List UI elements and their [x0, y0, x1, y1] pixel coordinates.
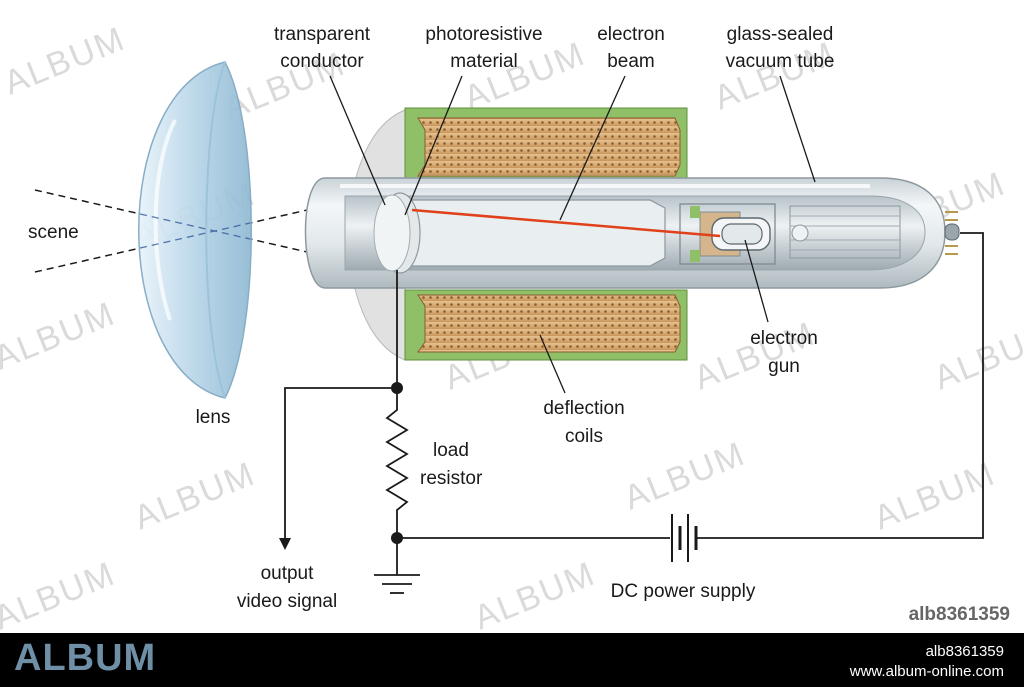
label-scene: scene	[28, 222, 79, 243]
watermark: ALBUM	[459, 35, 591, 118]
footer-reference: alb8361359	[925, 643, 1004, 660]
label-electron-beam: beam	[607, 51, 655, 72]
watermark: ALBUM	[709, 35, 841, 118]
glass-vacuum-tube	[304, 177, 960, 289]
label-deflection-coils: deflection	[543, 398, 624, 419]
watermark: ALBUM	[929, 315, 1024, 398]
watermark: ALBUM	[0, 20, 131, 103]
deflection-coils	[404, 107, 688, 361]
label-electron-gun: electron	[750, 328, 818, 349]
watermark: ALBUM	[0, 555, 121, 633]
image-id-badge: alb8361359	[908, 604, 1010, 625]
label-load-resistor: load	[433, 440, 469, 461]
label-lens: lens	[196, 407, 231, 428]
label-dc-power-supply: DC power supply	[611, 581, 756, 602]
label-transparent-conductor: conductor	[280, 51, 364, 72]
leader-lines	[329, 75, 816, 394]
label-electron-gun: gun	[768, 356, 800, 377]
label-output-video-signal: video signal	[237, 591, 337, 612]
label-deflection-coils: coils	[565, 426, 603, 447]
brand-logo: ALBUM	[14, 637, 157, 679]
watermark: ALBUM	[129, 455, 261, 538]
rays-through-lens	[139, 213, 251, 249]
label-load-resistor: resistor	[420, 468, 483, 489]
circuit	[279, 232, 984, 594]
watermark: ALBUM	[869, 455, 1001, 538]
footer-website-link[interactable]: www.album-online.com	[849, 663, 1004, 680]
electron-beam	[411, 208, 721, 238]
vidicon-tube-diagram: ALBUM ALBUM ALBUM ALBUM ALBUM ALBUM ALBU…	[0, 20, 1024, 633]
label-output-video-signal: output	[261, 563, 315, 584]
watermark: ALBUM	[689, 315, 821, 398]
footer-bar: ALBUM alb8361359 www.album-online.com	[0, 633, 1024, 687]
label-photoresistive-material: photoresistive	[425, 24, 542, 45]
label-vacuum-tube: glass-sealed	[727, 24, 834, 45]
labels: transparent conductor photoresistive mat…	[28, 24, 834, 612]
watermark: ALBUM	[469, 555, 601, 633]
label-transparent-conductor: transparent	[274, 24, 371, 45]
label-vacuum-tube: vacuum tube	[726, 51, 835, 72]
watermark: ALBUM	[0, 295, 121, 378]
label-photoresistive-material: material	[450, 51, 518, 72]
label-electron-beam: electron	[597, 24, 665, 45]
lens	[138, 61, 252, 399]
watermark: ALBUM	[619, 435, 751, 518]
